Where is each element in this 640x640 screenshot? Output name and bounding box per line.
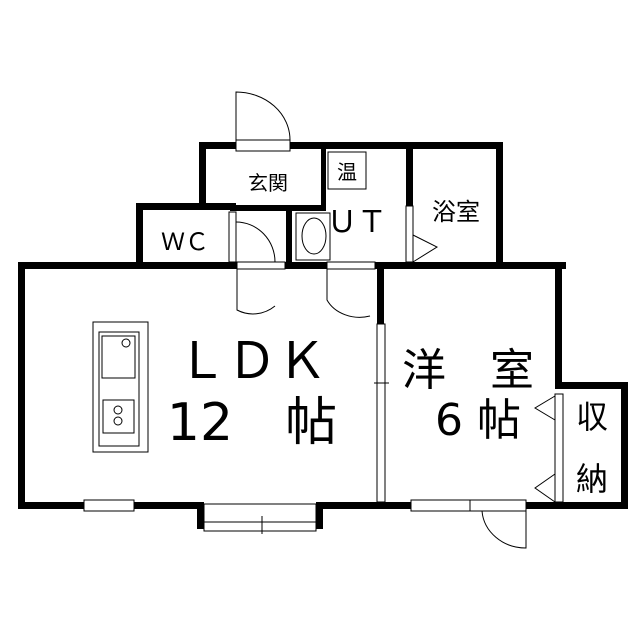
- label-entrance: 玄関: [248, 171, 288, 195]
- label-ldk: ＬＤＫ: [177, 332, 327, 390]
- label-utility: ＵＴ: [327, 205, 387, 240]
- windows-and-doors: [83, 91, 564, 549]
- label-western-size: 6 帖: [435, 395, 521, 446]
- label-water-heater: 温: [337, 160, 357, 184]
- label-toilet: ＷＣ: [161, 228, 209, 256]
- label-storage-1: 収: [576, 398, 608, 436]
- label-western-room: 洋 室: [402, 345, 534, 396]
- label-storage-2: 納: [576, 460, 608, 498]
- label-bathroom: 浴室: [432, 198, 480, 226]
- label-ldk-size: 12 帖: [167, 393, 337, 453]
